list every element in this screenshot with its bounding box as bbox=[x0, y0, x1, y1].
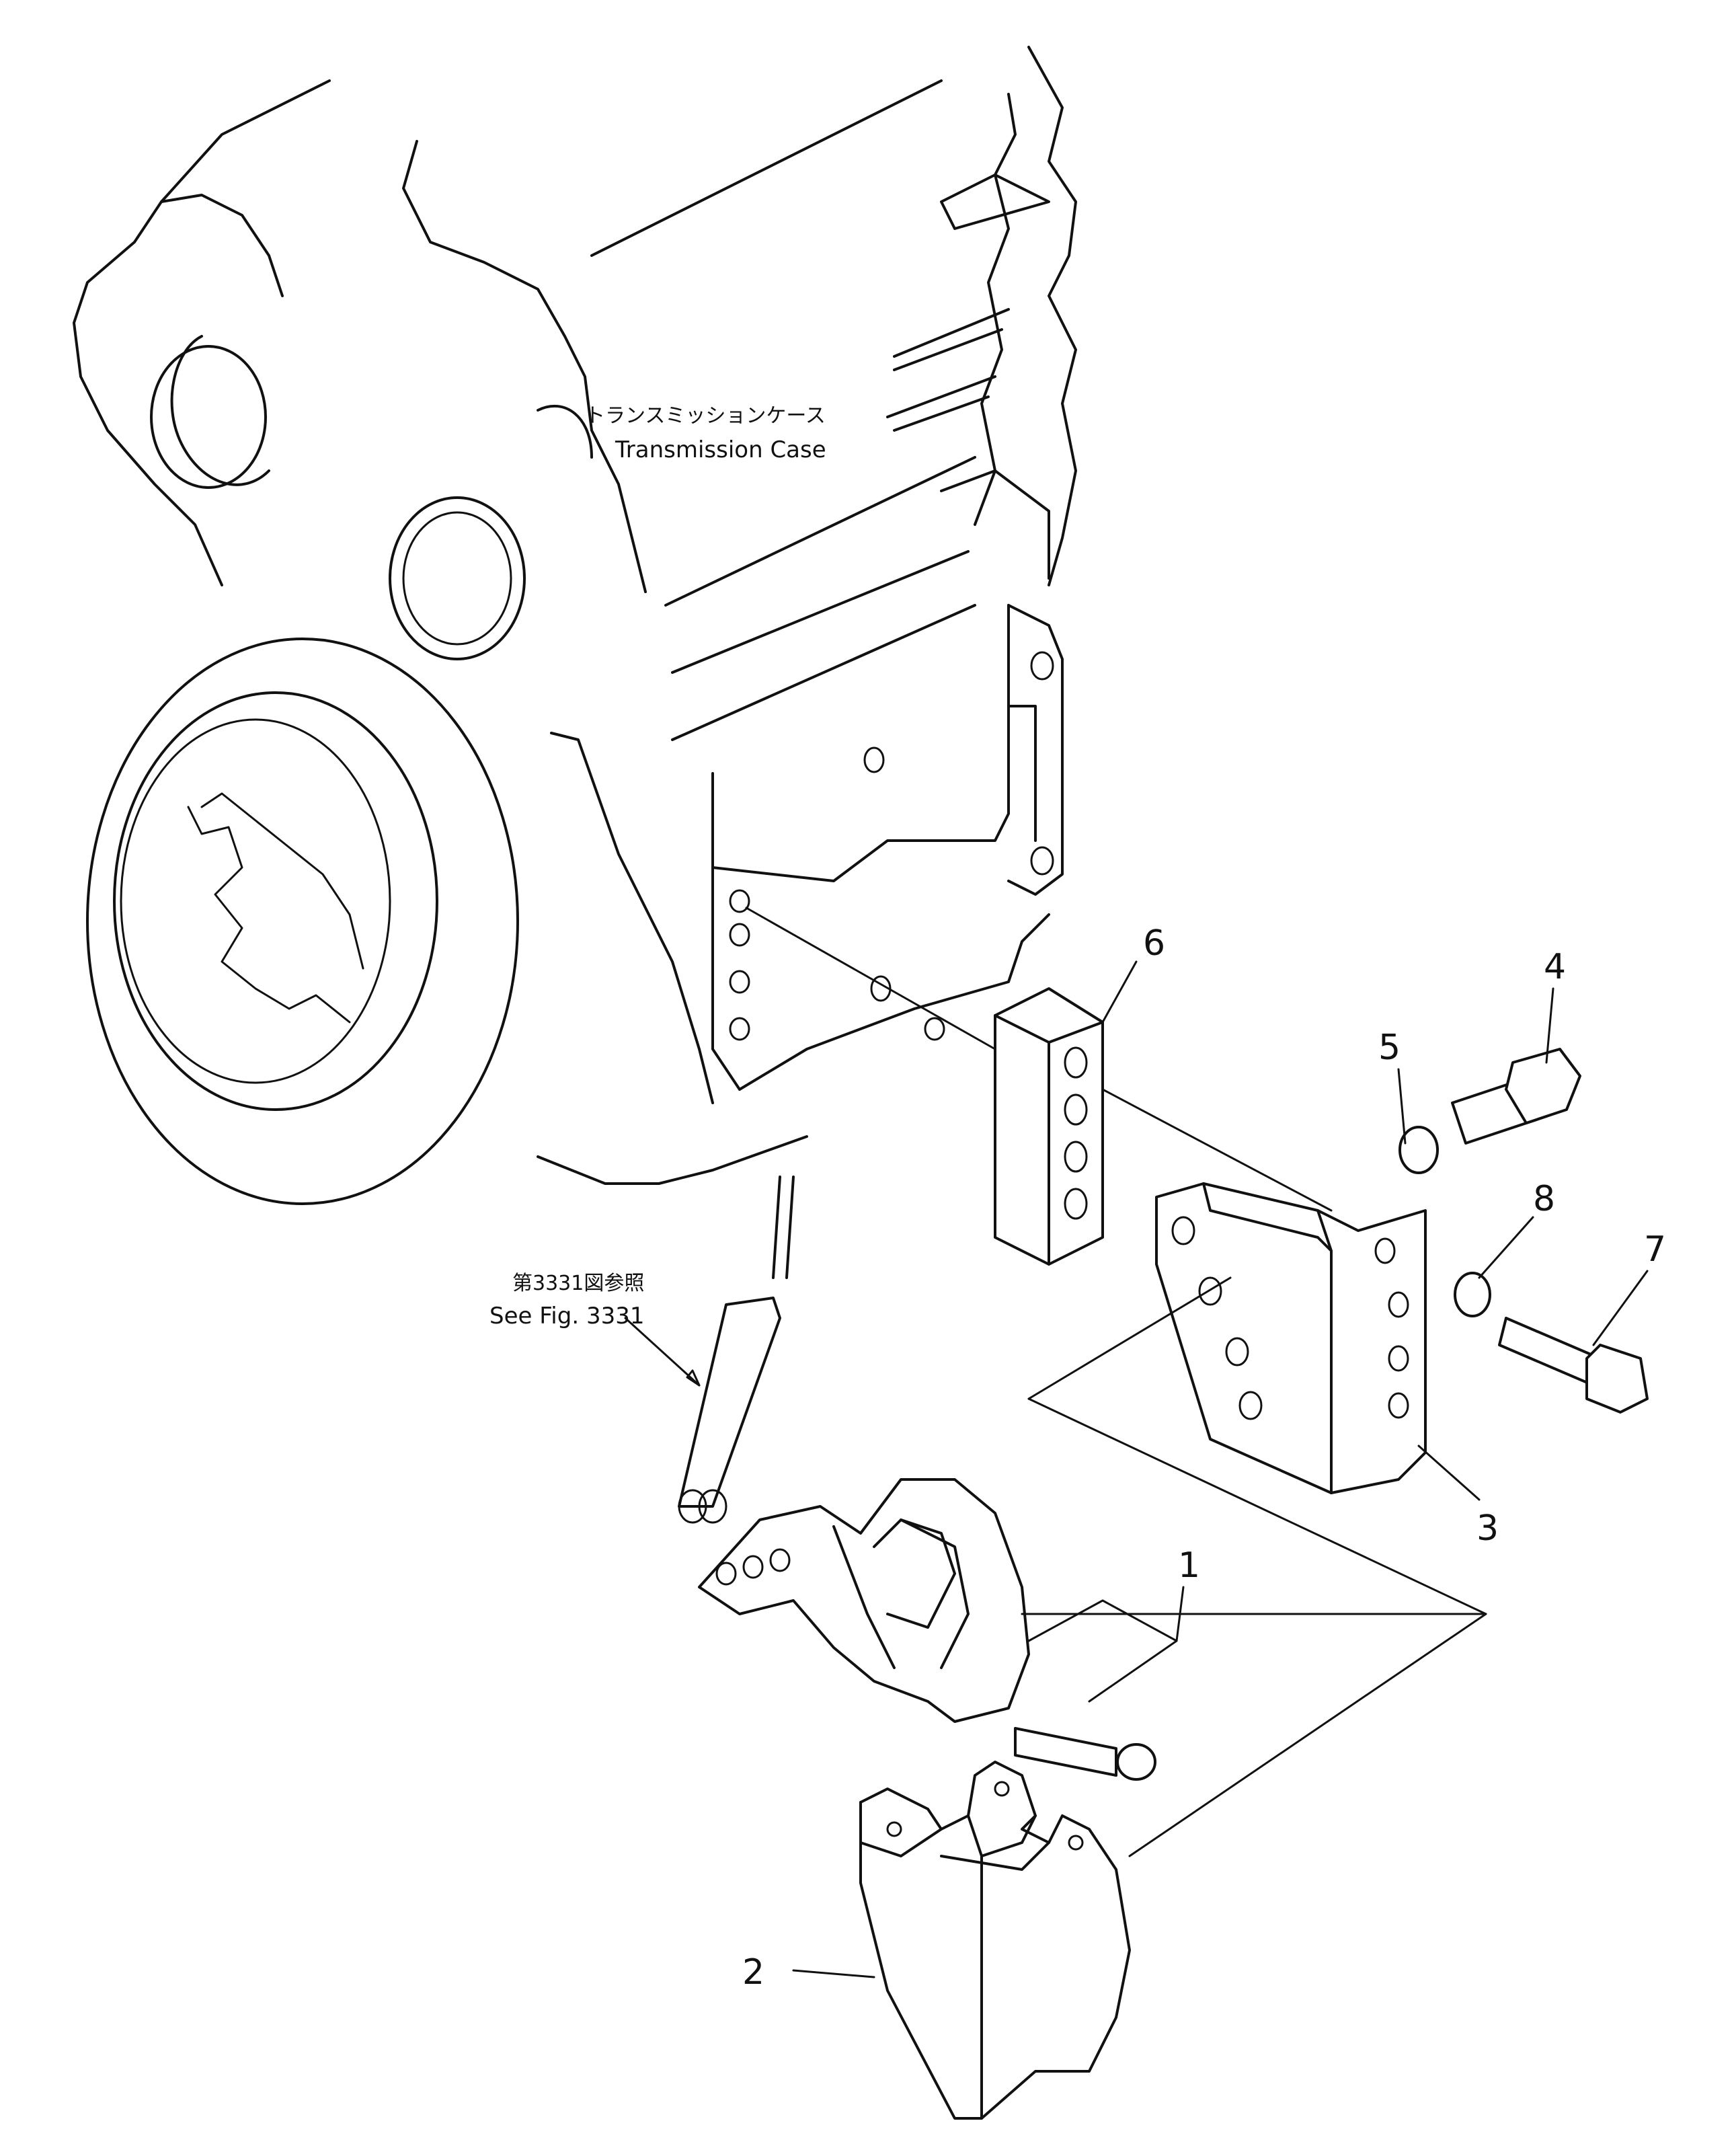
callout-3: 3 bbox=[1476, 1508, 1499, 1549]
part-5-washer bbox=[1398, 1126, 1439, 1174]
linkage-rod bbox=[678, 1176, 795, 1524]
label-reference: 第3331図参照 See Fig. 3331 bbox=[489, 1272, 644, 1330]
callout-6: 6 bbox=[1143, 923, 1165, 964]
part-8-washer bbox=[1454, 1272, 1491, 1317]
label-reference-en: See Fig. 3331 bbox=[489, 1303, 644, 1330]
callout-numbers: 1 2 3 4 5 6 7 8 bbox=[742, 923, 1666, 1993]
part-1-clamp-assembly bbox=[698, 1478, 1156, 1781]
callout-5: 5 bbox=[1378, 1028, 1401, 1068]
leader-lines bbox=[624, 907, 1649, 1978]
label-transmission-case-jp: トランスミッションケース bbox=[585, 404, 826, 428]
callout-7: 7 bbox=[1644, 1229, 1666, 1270]
part-6-spacer-block bbox=[994, 987, 1104, 1266]
transmission-case bbox=[73, 46, 1077, 1185]
flywheel-housing bbox=[86, 638, 519, 1205]
part-7-bolt bbox=[1498, 1317, 1649, 1414]
callout-1: 1 bbox=[1178, 1545, 1200, 1586]
callout-8: 8 bbox=[1533, 1179, 1555, 1219]
part-4-bolt bbox=[1451, 1048, 1581, 1145]
label-reference-jp: 第3331図参照 bbox=[512, 1272, 644, 1295]
callout-4: 4 bbox=[1544, 947, 1566, 987]
label-transmission-case: トランスミッションケース Transmission Case bbox=[585, 404, 826, 463]
part-2-pad bbox=[859, 1761, 1131, 2120]
label-transmission-case-en: Transmission Case bbox=[615, 436, 826, 463]
part-3-bracket bbox=[1155, 1182, 1427, 1494]
callout-2: 2 bbox=[742, 1952, 764, 1993]
